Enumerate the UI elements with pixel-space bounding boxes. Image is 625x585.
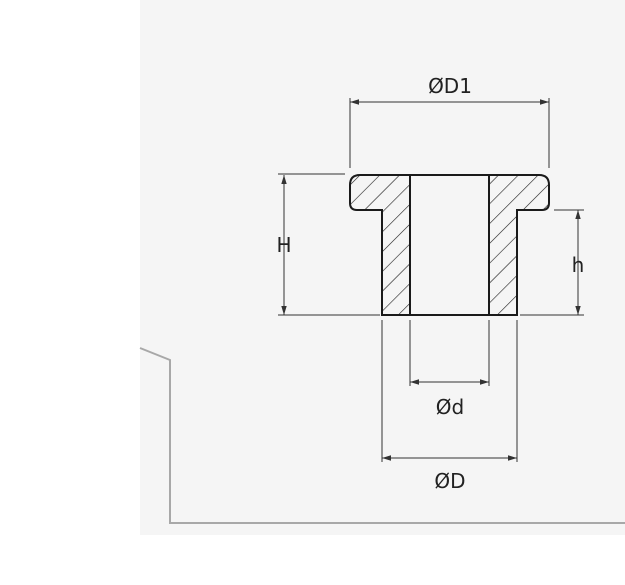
label-inner-diameter: Ød [436,395,464,419]
bushing-section-right [488,174,550,316]
label-total-height: H [276,233,291,257]
bushing-section-left [349,174,411,316]
label-outer-diameter: ØD [434,469,465,493]
extension-lines [278,98,584,462]
frame-border [139,347,625,524]
label-flange-diameter: ØD1 [428,74,472,98]
label-shank-height: h [572,253,585,277]
